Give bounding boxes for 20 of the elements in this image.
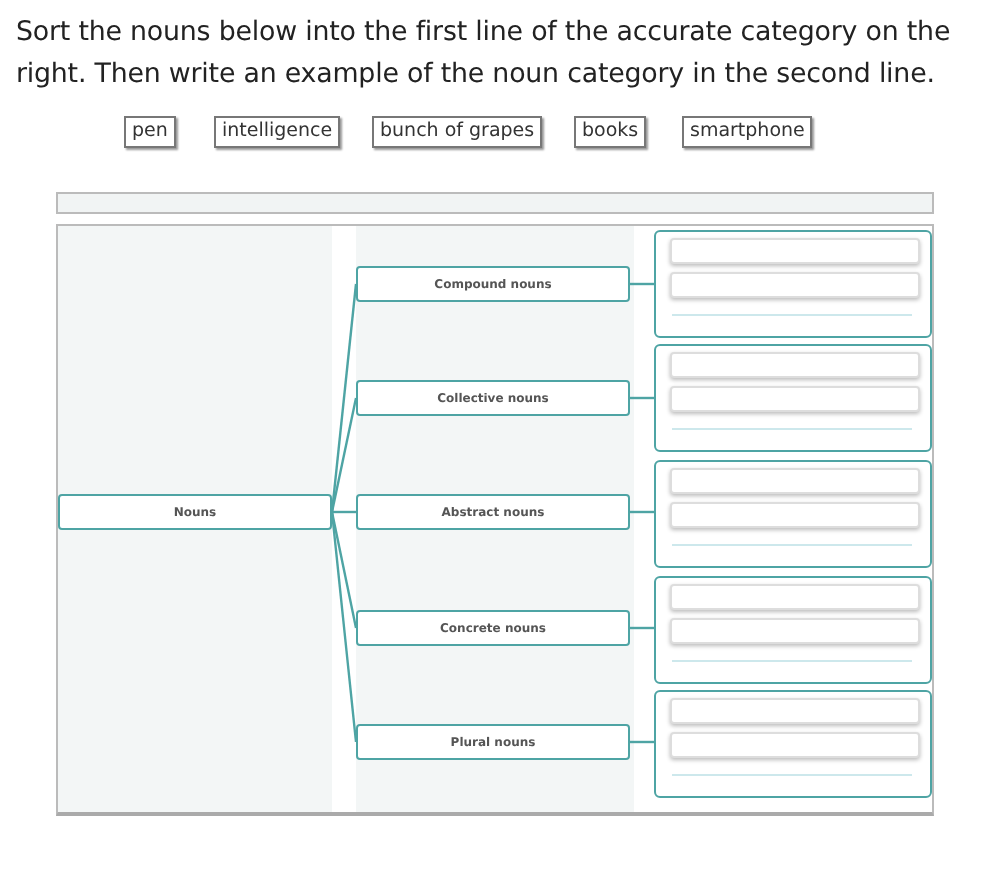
word-tile: pen (124, 116, 176, 148)
word-tile: smartphone (682, 116, 813, 148)
word-tile: intelligence (214, 116, 341, 148)
answer-card (654, 576, 932, 684)
word-tile: books (574, 116, 647, 148)
instruction-text: Sort the nouns below into the first line of the accurate category on the right. Then write an example of the noun category in the second line. (16, 16, 953, 94)
connector-line (630, 282, 654, 286)
connector-line (630, 740, 654, 744)
connector-line (630, 510, 654, 514)
connector-line (330, 511, 358, 743)
answer-card (654, 344, 932, 452)
connector-line (630, 626, 654, 630)
word-tile: bunch of grapes (372, 116, 543, 148)
connector-line (630, 396, 654, 400)
answer-card (654, 230, 932, 338)
answer-card (654, 690, 932, 798)
connector-line (330, 397, 358, 513)
connector-line (330, 511, 358, 629)
connector-line (332, 510, 356, 514)
answer-card (654, 460, 932, 568)
